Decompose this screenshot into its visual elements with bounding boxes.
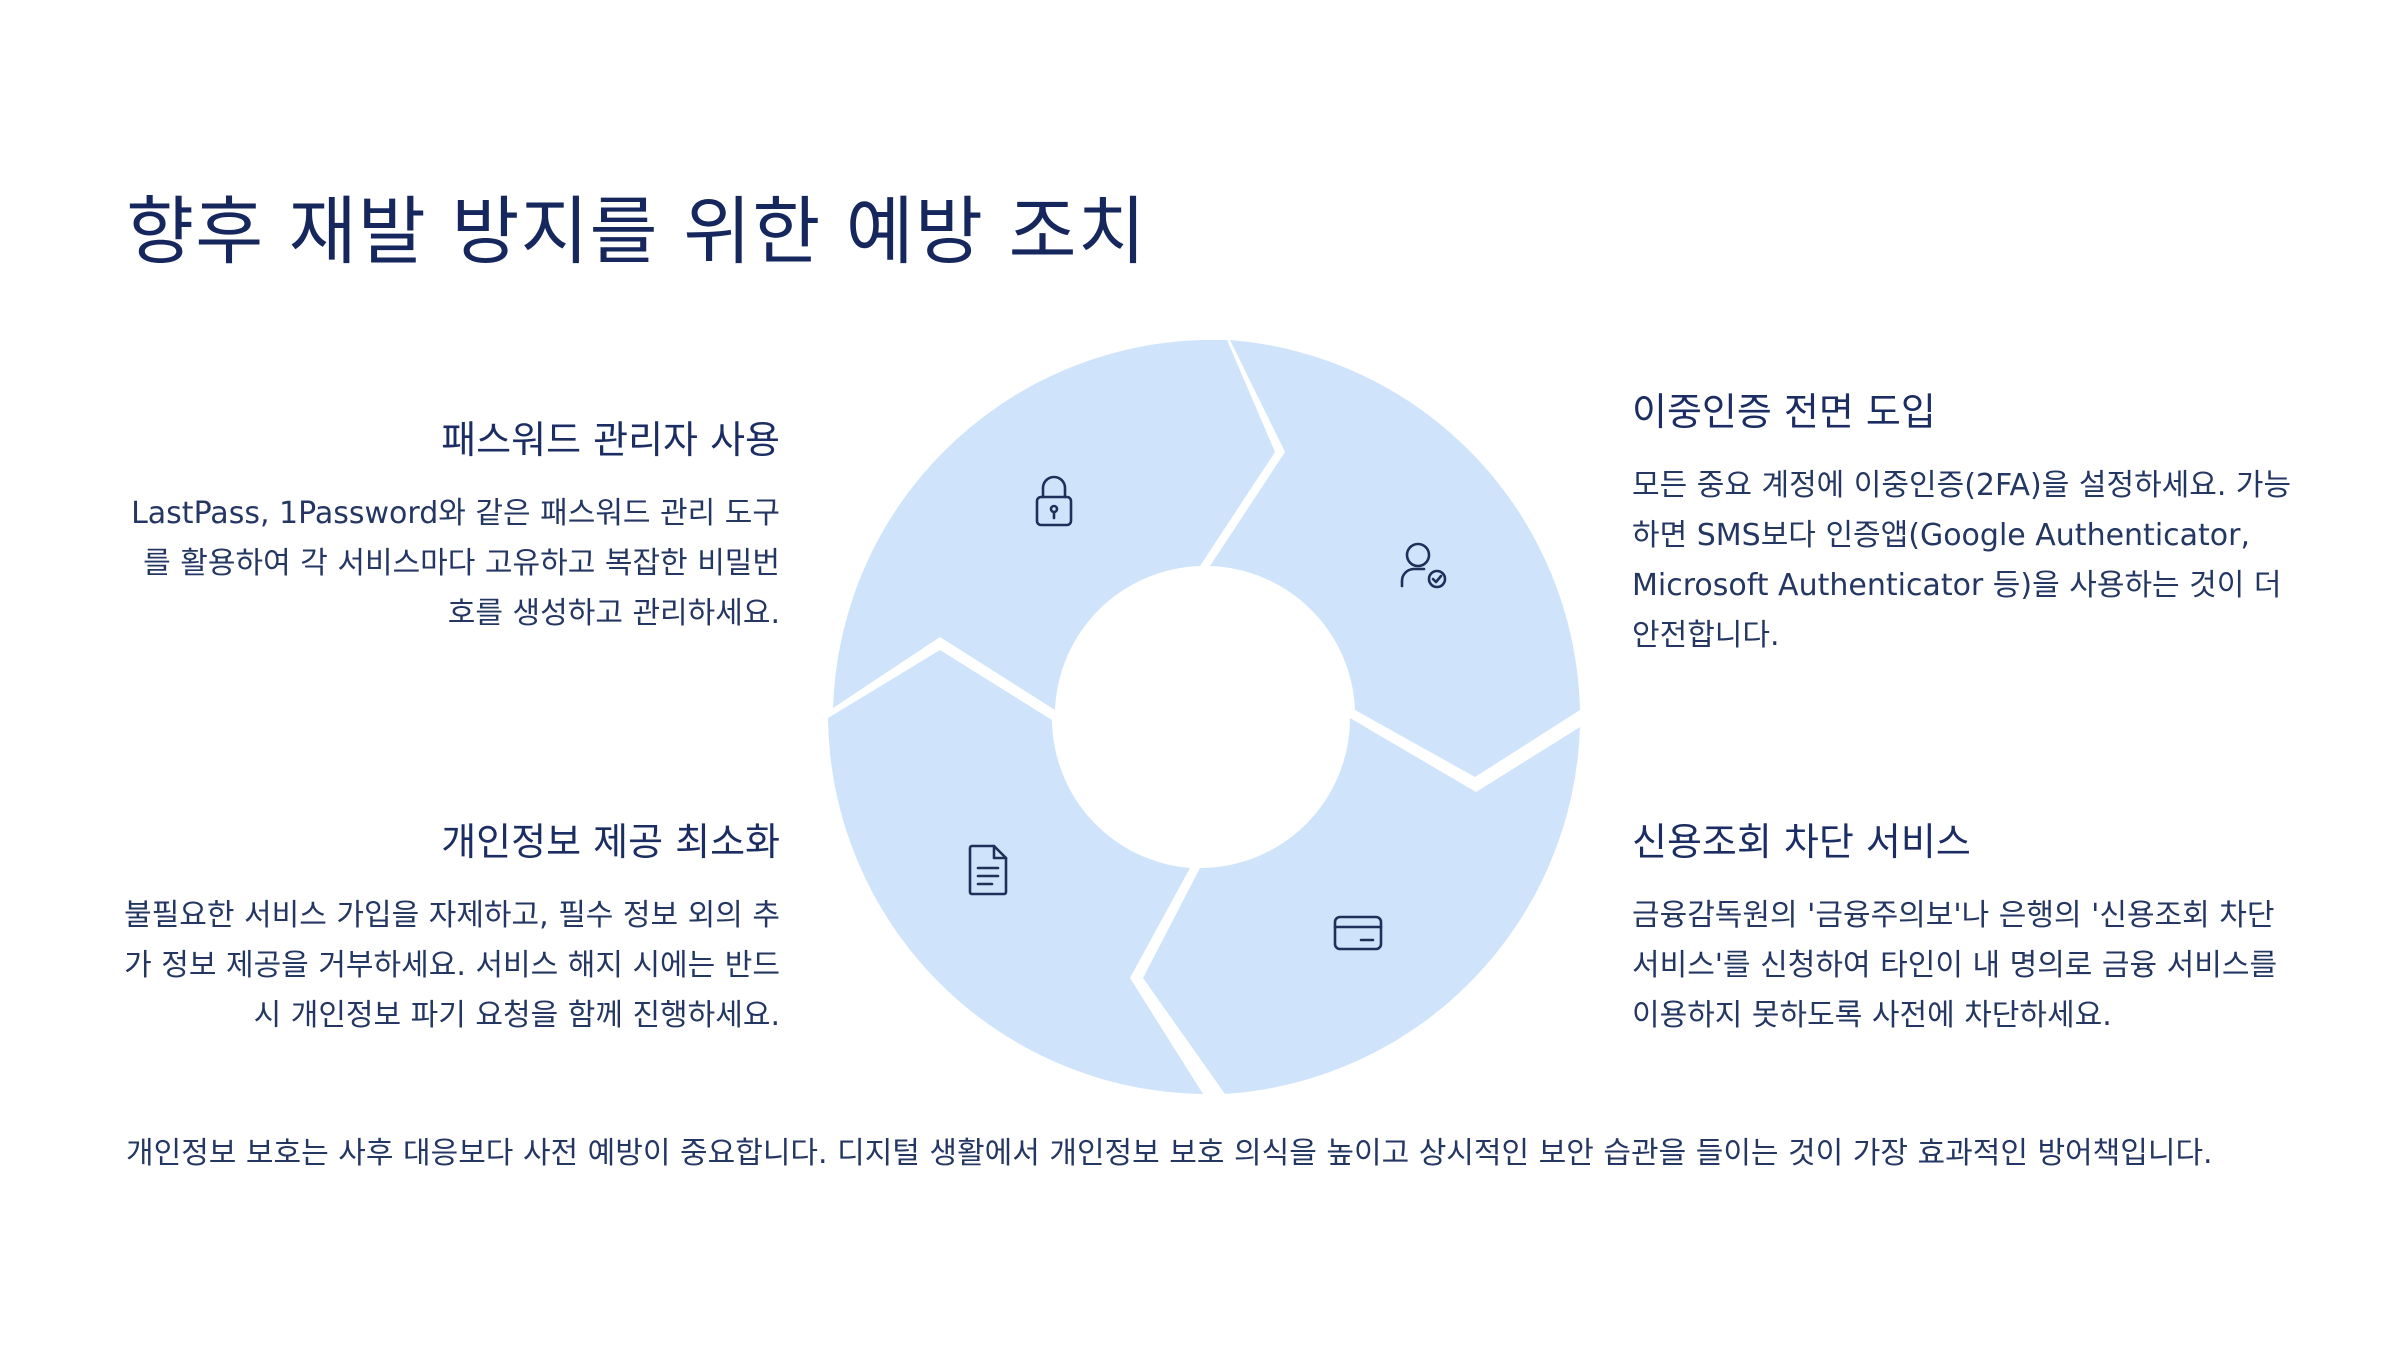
step-two-factor: 이중인증 전면 도입 모든 중요 계정에 이중인증(2FA)을 설정하세요. 가… xyxy=(1632,388,2292,661)
cycle-segment-bottom-right xyxy=(1143,718,1580,1094)
footer-note: 개인정보 보호는 사후 대응보다 사전 예방이 중요합니다. 디지털 생활에서 … xyxy=(126,1136,2213,1171)
credit-card-icon xyxy=(1333,915,1383,951)
step-title: 이중인증 전면 도입 xyxy=(1632,390,1936,434)
step-description: 불필요한 서비스 가입을 자제하고, 필수 정보 외의 추가 정보 제공을 거부… xyxy=(124,898,780,1034)
step-description: LastPass, 1Password와 같은 패스워드 관리 도구를 활용하여… xyxy=(131,496,780,632)
step-description: 금융감독원의 '금융주의보'나 은행의 '신용조회 차단 서비스'를 신청하여 … xyxy=(1632,898,2278,1034)
step-minimize-info: 개인정보 제공 최소화 불필요한 서비스 가입을 자제하고, 필수 정보 외의 … xyxy=(120,818,780,1041)
step-title: 패스워드 관리자 사용 xyxy=(441,418,780,462)
step-title: 신용조회 차단 서비스 xyxy=(1632,820,1971,864)
step-description: 모든 중요 계정에 이중인증(2FA)을 설정하세요. 가능하면 SMS보다 인… xyxy=(1632,468,2292,654)
cycle-segment-bottom-left xyxy=(828,650,1203,1094)
lock-icon xyxy=(1035,475,1073,527)
user-check-icon xyxy=(1400,542,1447,589)
page-title: 향후 재발 방지를 위한 예방 조치 xyxy=(126,189,1147,275)
document-icon xyxy=(968,844,1008,896)
step-password-manager: 패스워드 관리자 사용 LastPass, 1Password와 같은 패스워드… xyxy=(120,416,780,639)
step-credit-freeze: 신용조회 차단 서비스 금융감독원의 '금융주의보'나 은행의 '신용조회 차단… xyxy=(1632,818,2292,1041)
cycle-segment-top-right xyxy=(1210,340,1580,777)
step-title: 개인정보 제공 최소화 xyxy=(441,820,780,864)
